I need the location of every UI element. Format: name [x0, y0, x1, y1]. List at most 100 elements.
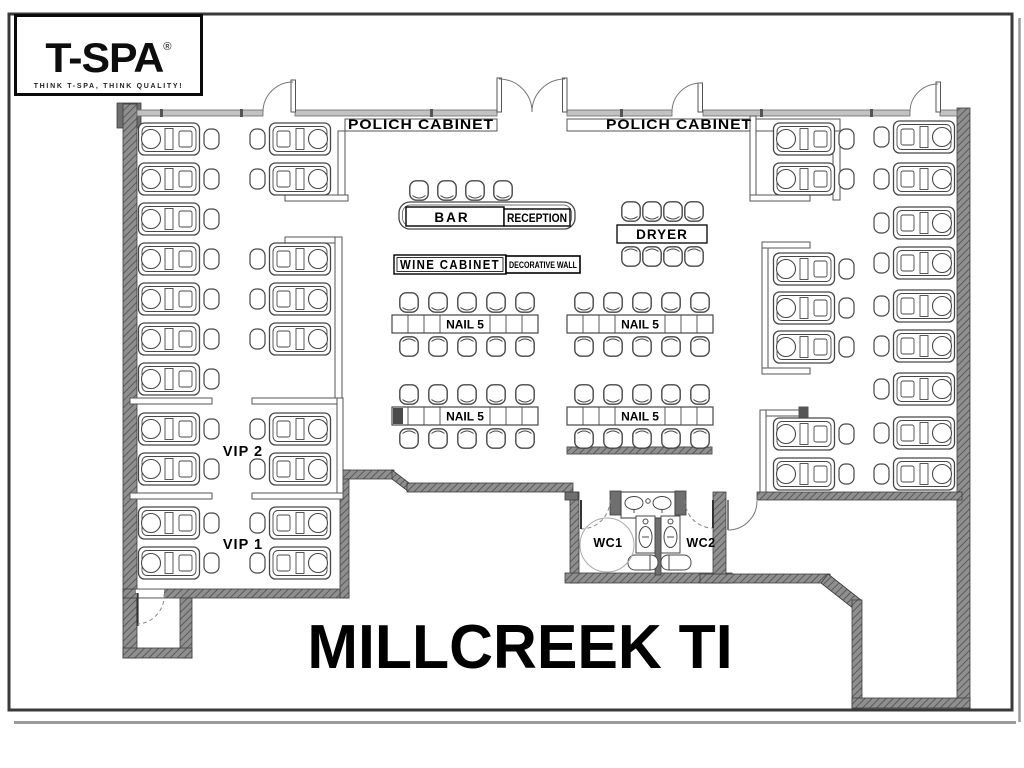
- salon-chair-icon: [632, 336, 652, 357]
- salon-chair-icon: [409, 180, 429, 201]
- salon-chair-icon: [684, 246, 704, 267]
- pedicure-chair-icon: [137, 162, 220, 196]
- salon-chair-icon: [399, 336, 419, 357]
- salon-chair-icon: [574, 292, 594, 313]
- salon-chair-icon: [632, 292, 652, 313]
- salon-chair-icon: [486, 384, 506, 405]
- salon-chair-icon: [663, 201, 683, 222]
- salon-chair-icon: [399, 428, 419, 449]
- pedicure-chair-icon: [873, 457, 956, 491]
- salon-chair-icon: [515, 428, 535, 449]
- salon-chair-icon: [574, 336, 594, 357]
- label-nail-5: NAIL 5: [621, 318, 659, 332]
- pedicure-chair-icon: [137, 122, 220, 156]
- salon-chair-icon: [690, 428, 710, 449]
- logo-brand: T-SPA: [45, 34, 164, 81]
- pedicure-chair-icon: [873, 329, 956, 363]
- label-dryer: DRYER: [636, 227, 688, 242]
- salon-chair-icon: [603, 292, 623, 313]
- salon-chair-icon: [603, 336, 623, 357]
- chairs-layer: [137, 120, 956, 580]
- door-icon: [909, 81, 941, 113]
- label-nail-5: NAIL 5: [446, 410, 484, 424]
- pedicure-chair-icon: [772, 122, 855, 156]
- salon-chair-icon: [661, 292, 681, 313]
- bar-reception-counter: BAR RECEPTION: [398, 201, 576, 230]
- salon-chair-icon: [486, 336, 506, 357]
- salon-chair-icon: [621, 246, 641, 267]
- pedicure-chair-icon: [249, 242, 332, 276]
- salon-chair-icon: [632, 428, 652, 449]
- pedicure-chair-icon: [873, 289, 956, 323]
- pedicure-chair-icon: [137, 452, 220, 486]
- salon-chair-icon: [493, 180, 513, 201]
- polish-cabinet-right: [566, 118, 841, 132]
- pedicure-chair-icon: [249, 322, 332, 356]
- nail-tables: NAIL 5 NAIL 5 NAIL 5 NAIL 5: [391, 314, 714, 426]
- salon-chair-icon: [465, 180, 485, 201]
- salon-chair-icon: [574, 384, 594, 405]
- pedicure-chair-icon: [137, 506, 220, 540]
- nail-table: NAIL 5: [391, 314, 539, 334]
- label-wine-cabinet: WINE CABINET: [400, 258, 500, 272]
- wine-cabinet: WINE CABINET: [393, 254, 507, 275]
- logo-brand-text: T-SPA®: [15, 25, 202, 80]
- label-nail-5: NAIL 5: [446, 318, 484, 332]
- salon-chair-icon: [399, 292, 419, 313]
- label-wc2: WC2: [686, 536, 715, 550]
- salon-chair-icon: [428, 428, 448, 449]
- pedicure-chair-icon: [137, 412, 220, 446]
- salon-chair-icon: [457, 428, 477, 449]
- salon-chair-icon: [642, 246, 662, 267]
- salon-chair-icon: [684, 201, 704, 222]
- wc-block: WC1 WC2: [564, 490, 715, 576]
- step-stool-icon: [627, 554, 692, 571]
- nail-table: NAIL 5: [566, 406, 714, 426]
- exterior-walls: [116, 102, 971, 709]
- salon-chair-icon: [457, 336, 477, 357]
- entry-doors: [262, 77, 941, 113]
- salon-chair-icon: [690, 384, 710, 405]
- partition-walls: [129, 115, 841, 500]
- decorative-wall: DECORATIVE WALL: [505, 255, 581, 274]
- salon-chair-icon: [690, 292, 710, 313]
- pedicure-chair-icon: [137, 322, 220, 356]
- salon-chair-icon: [661, 428, 681, 449]
- label-decorative-wall: DECORATIVE WALL: [509, 260, 577, 271]
- nail-table: NAIL 5: [391, 406, 539, 426]
- label-vip-1: VIP 1: [223, 537, 263, 553]
- salon-chair-icon: [428, 292, 448, 313]
- toilet-icon: [660, 515, 681, 554]
- label-polish-cabinet-right: POLICH CABINET: [606, 117, 752, 132]
- toilet-icon: [635, 515, 656, 554]
- salon-chair-icon: [642, 201, 662, 222]
- logo-tagline: THINK T-SPA, THINK QUALITY!: [33, 83, 184, 90]
- top-wall: [136, 109, 958, 117]
- salon-chair-icon: [486, 292, 506, 313]
- salon-chair-icon: [515, 384, 535, 405]
- salon-chair-icon: [428, 384, 448, 405]
- door-icon: [671, 82, 703, 113]
- page-frame: [7, 12, 1021, 724]
- pedicure-chair-icon: [873, 206, 956, 240]
- alcove-door: [136, 589, 165, 626]
- pedicure-chair-icon: [249, 282, 332, 316]
- pedicure-chair-icon: [772, 291, 855, 325]
- pedicure-chair-icon: [873, 246, 956, 280]
- pedicure-chair-icon: [137, 202, 220, 236]
- pedicure-chair-icon: [772, 457, 855, 491]
- pedicure-chair-icon: [137, 362, 220, 396]
- pedicure-chair-icon: [137, 242, 220, 276]
- salon-chair-icon: [515, 336, 535, 357]
- pedicure-chair-icon: [772, 330, 855, 364]
- pedicure-chair-icon: [137, 282, 220, 316]
- double-door-icon: [496, 77, 568, 113]
- label-vip-2: VIP 2: [223, 444, 263, 460]
- label-wc1: WC1: [593, 536, 622, 550]
- turning-circle: [579, 517, 635, 573]
- pedicure-chair-icon: [137, 546, 220, 580]
- label-polish-cabinet-left: POLICH CABINET: [348, 117, 494, 132]
- t-spa-logo: T-SPA® THINK T-SPA, THINK QUALITY!: [14, 14, 203, 96]
